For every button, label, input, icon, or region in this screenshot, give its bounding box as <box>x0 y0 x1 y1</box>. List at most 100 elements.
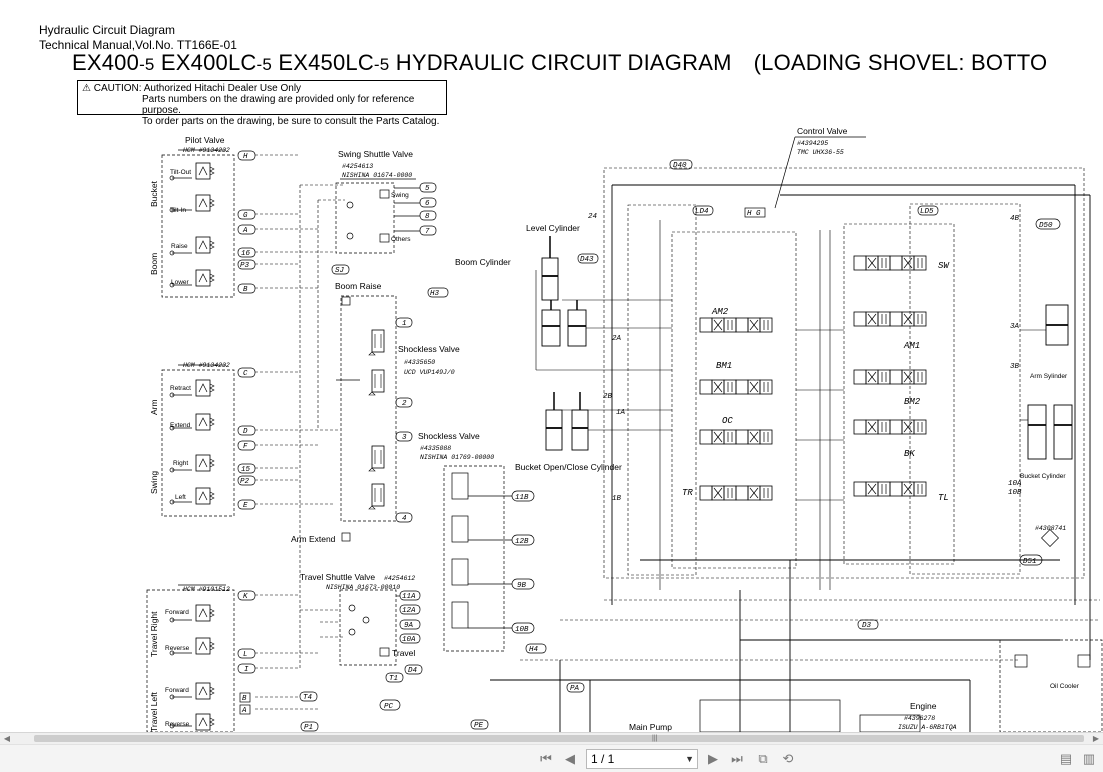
spool-am2: AM2 <box>711 307 729 317</box>
fit-page-icon[interactable]: ⧉ <box>758 751 768 766</box>
model-2-suffix: -5 <box>256 55 273 74</box>
arm-extend-label: Arm Extend <box>291 534 336 544</box>
tag-D4: D4 <box>408 667 418 675</box>
tag-A: A <box>242 227 248 235</box>
tag-9A: 9A <box>404 622 414 630</box>
title-parenthetical: (LOADING SHOVEL: BOTTO <box>753 50 1048 75</box>
tag-LD5: LD5 <box>920 208 934 216</box>
swing-shuttle-part: #4254613 <box>342 163 373 170</box>
tag-1B: 1B <box>612 495 622 503</box>
control-valve-label: Control Valve <box>797 126 848 136</box>
tag-24: 24 <box>588 213 598 221</box>
model-1-suffix: -5 <box>139 55 155 74</box>
shockless-valve-1-label: Shockless Valve <box>398 344 460 354</box>
shockless-valve-2-mfr: NISHINA 01769-00000 <box>420 454 494 461</box>
tag-D3: D3 <box>862 622 872 630</box>
rotate-icon[interactable]: ⟲ <box>782 751 794 766</box>
tag-B: B <box>243 286 248 294</box>
prev-page-icon[interactable]: ◀ <box>565 751 575 766</box>
page-title: EX400-5 EX400LC-5 EX450LC-5 HYDRAULIC CI… <box>72 50 1047 78</box>
travel-left-label: Travel Left <box>149 692 159 732</box>
boom-raise-label: Boom Raise <box>335 281 382 291</box>
warning-icon: ⚠ <box>82 83 91 94</box>
lower-label: Lower <box>171 279 190 286</box>
document-viewport: Hydraulic Circuit Diagram Technical Manu… <box>39 23 1103 732</box>
tag-c4: 4 <box>402 515 407 523</box>
page-selector[interactable]: 1 / 1 ▼ <box>586 749 698 769</box>
engine-part: #4396278 <box>904 715 935 722</box>
header-line-1: Hydraulic Circuit Diagram <box>39 23 176 37</box>
header-line-2: Technical Manual,Vol.No. TT166E-01 <box>39 38 237 52</box>
horizontal-scrollbar[interactable]: ◀ ||| ▶ <box>0 732 1103 744</box>
tag-11A: 11A <box>402 593 416 601</box>
tag-A-2: A <box>241 707 247 715</box>
travel-label: Travel <box>392 648 415 658</box>
tag-P2: P2 <box>240 478 250 486</box>
raise-label: Raise <box>171 243 188 250</box>
spool-am1: AM1 <box>903 341 920 351</box>
hcm-label-2: HCM #9134232 <box>183 362 230 369</box>
tag-P3: P3 <box>240 262 250 270</box>
last-page-icon[interactable]: ⏭ <box>731 751 743 766</box>
next-page-icon[interactable]: ▶ <box>708 751 718 766</box>
chevron-down-icon[interactable]: ▼ <box>685 754 694 764</box>
travel-shuttle-mfr: NISHINA 01673-00010 <box>326 584 400 591</box>
tag-B-2: B <box>242 695 247 703</box>
scroll-left-icon[interactable]: ◀ <box>3 734 11 743</box>
level-cylinder-label: Level Cylinder <box>526 223 580 233</box>
forward-label-2: Forward <box>165 687 189 694</box>
bucket-label: Bucket <box>149 180 159 207</box>
tag-6: 6 <box>425 200 430 208</box>
tag-10B: 10B <box>515 626 529 634</box>
spool-sw: SW <box>938 261 950 271</box>
bucket-cylinder-label: Bucket Cylinder <box>1020 473 1066 480</box>
tag-12A: 12A <box>402 607 416 615</box>
scrollbar-thumb[interactable] <box>34 735 1084 742</box>
shockless-valve-2-label: Shockless Valve <box>418 431 480 441</box>
tag-15: 15 <box>241 466 251 474</box>
reverse-label-2: Reverse <box>165 721 190 728</box>
pilot-valve-group <box>146 149 235 732</box>
tag-10B-r: 10B <box>1008 489 1022 497</box>
engine-mfr: ISUZU A-6RB1TQA <box>898 724 957 731</box>
main-pump-label: Main Pump <box>629 722 672 732</box>
arm-label: Arm <box>149 399 159 415</box>
scrollbar-track[interactable]: ||| <box>14 735 1089 742</box>
tag-11B: 11B <box>515 494 529 502</box>
tag-3A: 3A <box>1010 323 1020 331</box>
scroll-right-icon[interactable]: ▶ <box>1092 734 1100 743</box>
travel-right-label: Travel Right <box>149 611 159 657</box>
caution-box: ⚠ CAUTION: Authorized Hitachi Dealer Use… <box>77 80 447 127</box>
tag-L: L <box>243 651 248 659</box>
ps-others-label: Others <box>391 236 411 243</box>
tag-2B: 2B <box>603 393 613 401</box>
spool-oc: OC <box>722 416 733 426</box>
arm-cylinder-label: Arm Sylinder <box>1030 373 1068 380</box>
viewer-toolbar: ⏮ ◀ 1 / 1 ▼ ▶ ⏭ ⧉ ⟲ ▤ ▥ <box>0 744 1103 772</box>
tag-C: C <box>243 370 248 378</box>
hcm-label-1: HCM #9134232 <box>183 147 230 154</box>
single-page-icon[interactable]: ▤ <box>1059 751 1073 766</box>
boom-label: Boom <box>149 253 159 275</box>
title-main: HYDRAULIC CIRCUIT DIAGRAM <box>395 50 732 75</box>
tag-9B: 9B <box>517 582 527 590</box>
caution-line-1: CAUTION: Authorized Hitachi Dealer Use O… <box>93 83 302 94</box>
model-1: EX400 <box>72 50 140 75</box>
forward-label-1: Forward <box>165 609 189 616</box>
tag-D50: D50 <box>1039 222 1053 230</box>
tag-c2: 2 <box>402 400 407 408</box>
tag-H3: H3 <box>430 290 440 298</box>
tag-P1: P1 <box>304 724 313 732</box>
first-page-icon[interactable]: ⏮ <box>540 751 552 766</box>
tilt-in-label: Tilt-In <box>170 207 186 214</box>
travel-shuttle-label: Travel Shuttle Valve <box>300 572 375 582</box>
caution-line-3: To order parts on the drawing, be sure t… <box>142 116 440 127</box>
tag-PA: PA <box>570 685 580 693</box>
tilt-out-label: Tilt-Out <box>170 169 191 176</box>
tag-E: E <box>243 502 248 510</box>
two-page-icon[interactable]: ▥ <box>1082 751 1096 766</box>
right-label: Right <box>173 460 188 467</box>
tag-I: I <box>244 666 249 674</box>
travel-shuttle-part: #4254612 <box>384 575 415 582</box>
reverse-label-1: Reverse <box>165 645 190 652</box>
